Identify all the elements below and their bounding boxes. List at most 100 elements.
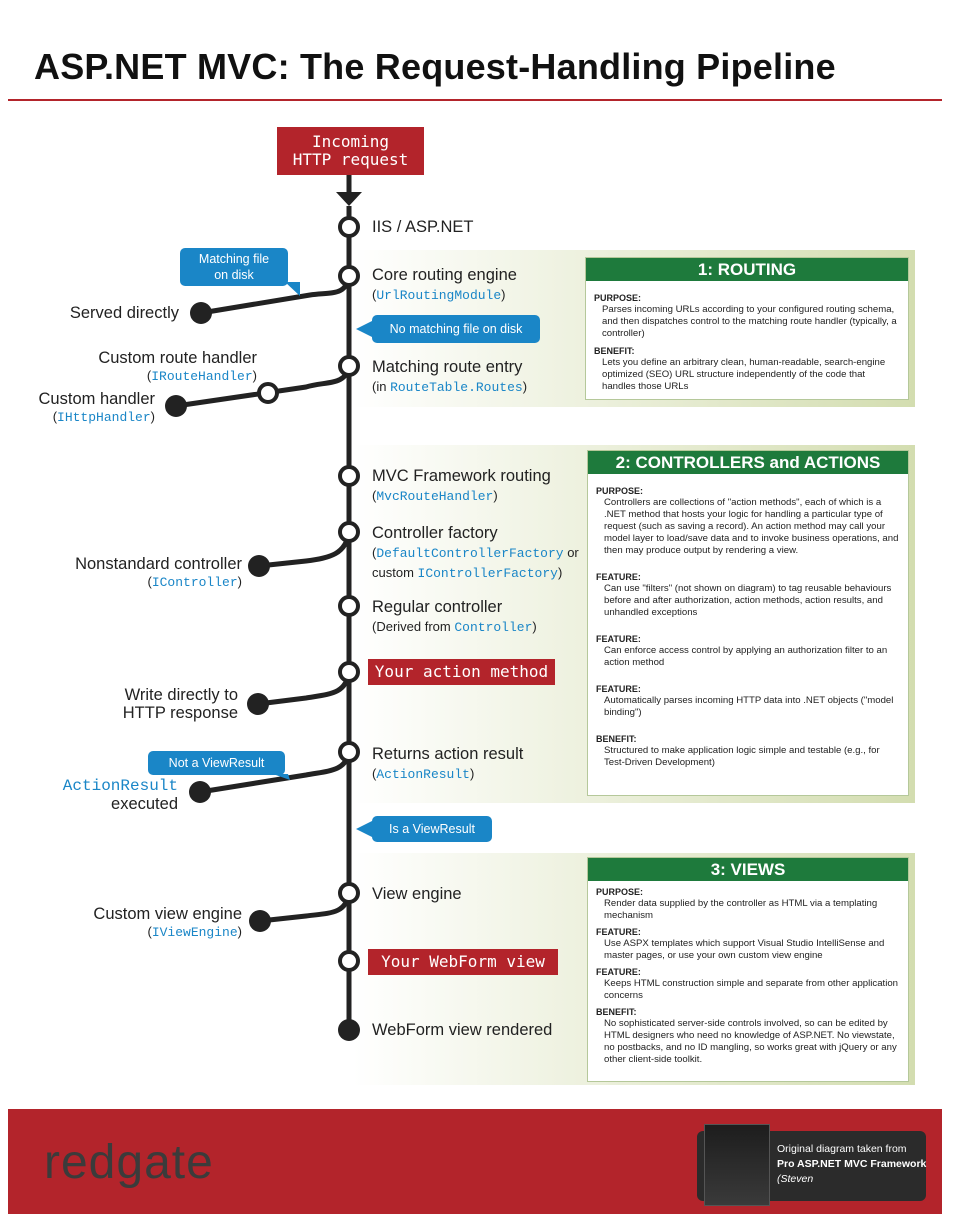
- write-directly-line2: HTTP response: [122, 704, 238, 722]
- views-s3-label: BENEFIT:: [596, 1007, 637, 1017]
- node-write-directly: [247, 693, 269, 715]
- controller-factory-or: or: [563, 545, 579, 560]
- stage-mvc-routing: MVC Framework routing (MvcRouteHandler): [372, 467, 551, 506]
- branch-nonstandard-controller: Nonstandard controller (IController): [75, 555, 242, 592]
- code-controller: Controller: [454, 620, 533, 635]
- panel-controllers: 2: CONTROLLERS and ACTIONS PURPOSE: Cont…: [587, 450, 909, 796]
- stage-iis: IIS / ASP.NET: [372, 218, 474, 236]
- stage-core-routing-label: Core routing engine: [372, 266, 517, 284]
- code-ihttphandler: IHttpHandler: [57, 410, 151, 425]
- entry-arrowhead: [336, 192, 362, 206]
- bubble-matching-file-line2: on disk: [214, 268, 254, 282]
- credit-line3: (Steven: [777, 1173, 814, 1185]
- panel-routing: 1: ROUTING PURPOSE: Parses incoming URLs…: [585, 257, 909, 400]
- panel-views: 3: VIEWS PURPOSE: Render data supplied b…: [587, 857, 909, 1082]
- controllers-s0-text: Controllers are collections of "action m…: [604, 497, 899, 556]
- stage-matching-route-code: (in RouteTable.Routes): [372, 379, 528, 395]
- write-directly-line1: Write directly to: [124, 686, 238, 704]
- code-iviewengine: IViewEngine: [151, 925, 238, 940]
- stage-core-routing: Core routing engine (UrlRoutingModule): [372, 266, 517, 305]
- views-s0-label: PURPOSE:: [596, 887, 644, 897]
- stage-returns-result: Returns action result (ActionResult): [372, 745, 523, 784]
- code-routetable: RouteTable.Routes: [390, 380, 523, 395]
- views-s2-text: Keeps HTML construction simple and separ…: [604, 978, 899, 1001]
- node-actionresult-executed: [189, 781, 211, 803]
- controllers-s1-text: Can use "filters" (not shown on diagram)…: [604, 583, 892, 618]
- custom-handler-code-wrap: (IHttpHandler): [52, 409, 155, 425]
- node-custom-view-engine: [249, 910, 271, 932]
- book-cover-icon: [704, 1124, 770, 1206]
- views-s3-text: No sophisticated server-side controls in…: [604, 1018, 897, 1065]
- views-s0-text: Render data supplied by the controller a…: [604, 898, 878, 921]
- stage-controller-factory-code2: custom IControllerFactory): [372, 565, 563, 581]
- controllers-s0-label: PURPOSE:: [596, 486, 644, 496]
- node-nonstandard: [248, 555, 270, 577]
- code-icontroller: IController: [151, 575, 238, 590]
- bubble-no-matching-file: No matching file on disk: [372, 315, 540, 343]
- title-divider: [8, 99, 942, 101]
- node-rendered: [338, 1019, 360, 1041]
- stage-controller-factory: Controller factory (DefaultControllerFac…: [372, 524, 579, 583]
- panel-routing-body: PURPOSE: Parses incoming URLs according …: [586, 281, 908, 397]
- stage-view-engine: View engine: [372, 885, 462, 903]
- credit-line2: Pro ASP.NET MVC Framework: [777, 1158, 927, 1170]
- panel-views-body: PURPOSE: Render data supplied by the con…: [588, 881, 908, 1070]
- code-urlroutingmodule: UrlRoutingModule: [376, 288, 502, 303]
- controllers-s4-text: Structured to make application logic sim…: [604, 745, 880, 768]
- start-line1: Incoming: [311, 132, 390, 151]
- routing-s1-label: BENEFIT:: [594, 346, 635, 356]
- matching-route-prefix: (in: [372, 379, 391, 394]
- stage-core-routing-code: (UrlRoutingModule): [372, 287, 506, 303]
- stage-mvc-routing-code: (MvcRouteHandler): [372, 488, 498, 504]
- custom-view-engine-code-wrap: (IViewEngine): [147, 924, 242, 940]
- start-line2: HTTP request: [292, 150, 409, 169]
- stage-regular-controller-label: Regular controller: [372, 598, 503, 616]
- panel-controllers-body: PURPOSE: Controllers are collections of …: [588, 474, 908, 773]
- tail-no-matching: [356, 321, 372, 337]
- stage-regular-controller-code: (Derived from Controller): [372, 619, 537, 635]
- tail-not-viewresult: [273, 774, 290, 780]
- code-mvcroutehandler: MvcRouteHandler: [376, 489, 494, 504]
- start-incoming-request: Incoming HTTP request: [277, 127, 424, 175]
- node-regular-controller: [338, 595, 360, 617]
- node-mvc-routing: [338, 465, 360, 487]
- panel-views-title: 3: VIEWS: [588, 858, 908, 881]
- panel-controllers-title: 2: CONTROLLERS and ACTIONS: [588, 451, 908, 474]
- stage-returns-result-code: (ActionResult): [372, 766, 475, 782]
- nonstandard-controller-code-wrap: (IController): [147, 574, 242, 590]
- custom-route-handler-label: Custom route handler: [98, 349, 257, 367]
- nonstandard-controller-label: Nonstandard controller: [75, 555, 242, 573]
- code-actionresult: ActionResult: [376, 767, 470, 782]
- tail-matching-file: [285, 282, 300, 296]
- redgate-logo: redgate: [44, 1136, 214, 1189]
- regular-controller-prefix: (Derived from: [372, 619, 455, 634]
- controllers-s4-label: BENEFIT:: [596, 734, 637, 744]
- branch-custom-view-engine: Custom view engine (IViewEngine): [93, 905, 242, 942]
- branch-nonstandard: [258, 531, 352, 569]
- branch-custom-view: [259, 892, 352, 924]
- views-s1-text: Use ASPX templates which support Visual …: [604, 938, 885, 961]
- panel-routing-title: 1: ROUTING: [586, 258, 908, 281]
- actionresult-executed-label: executed: [111, 795, 178, 813]
- views-s2-label: FEATURE:: [596, 967, 641, 977]
- stage-matching-route-label: Matching route entry: [372, 358, 523, 376]
- stage-action-method: Your action method: [368, 659, 555, 685]
- routing-s1-text: Lets you define an arbitrary clean, huma…: [602, 357, 886, 392]
- actionresult-executed-code: ActionResult: [62, 777, 178, 795]
- bubble-not-viewresult: Not a ViewResult: [148, 751, 285, 775]
- node-controller-factory: [338, 521, 360, 543]
- custom-view-engine-label: Custom view engine: [93, 905, 242, 923]
- node-served-directly: [190, 302, 212, 324]
- node-view-engine: [338, 882, 360, 904]
- branch-write-directly: [257, 671, 352, 707]
- branch-custom-handler: Custom handler (IHttpHandler): [39, 390, 155, 427]
- bubble-matching-file: Matching file on disk: [180, 248, 288, 286]
- controllers-s3-text: Automatically parses incoming HTTP data …: [604, 695, 894, 718]
- branch-actionresult-executed: ActionResult executed: [63, 777, 178, 813]
- stage-controller-factory-code1: (DefaultControllerFactory or: [372, 545, 579, 561]
- node-custom-route-handler: [257, 382, 279, 404]
- branch-custom-route-handler: Custom route handler (IRouteHandler): [98, 349, 257, 386]
- branch-write-directly: Write directly to HTTP response: [123, 686, 238, 722]
- controllers-s3-label: FEATURE:: [596, 684, 641, 694]
- stage-matching-route: Matching route entry (in RouteTable.Rout…: [372, 358, 527, 397]
